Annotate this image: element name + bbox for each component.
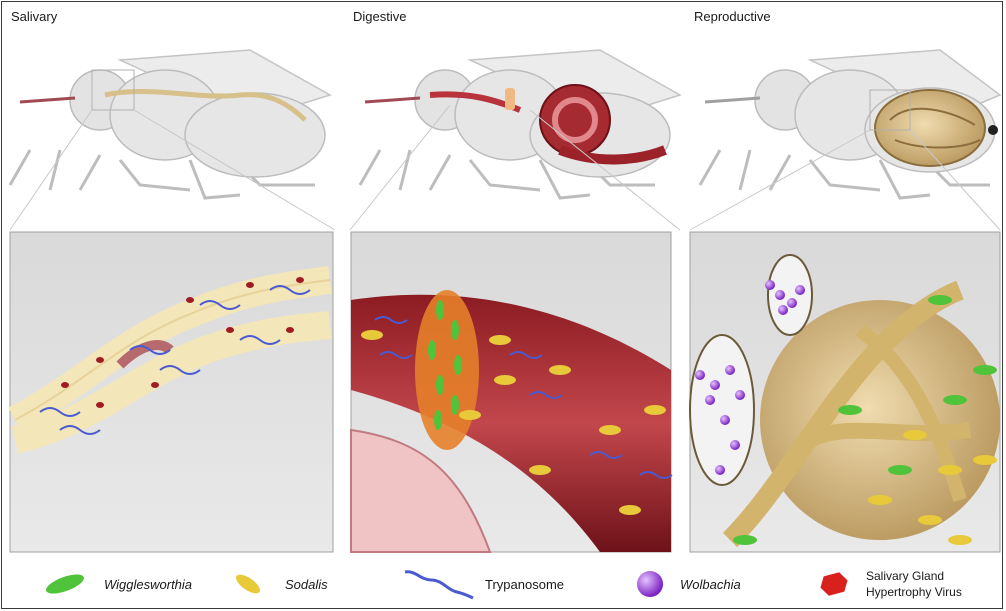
legend-label-sght-virus-line1: Salivary Gland — [866, 569, 944, 583]
legend-label-trypanosome: Trypanosome — [485, 577, 564, 592]
legend-wigglesworthia: Wigglesworthia — [42, 562, 192, 606]
fly-digestive — [350, 50, 680, 230]
fly-reproductive — [690, 50, 1000, 230]
green-rod-icon — [42, 573, 88, 595]
red-hexagon-icon — [818, 571, 850, 597]
legend-sodalis: Sodalis — [231, 562, 328, 606]
fly-salivary — [10, 50, 335, 230]
legend-label-sght-virus-line2: Hypertrophy Virus — [866, 585, 962, 599]
legend-trypanosome: Trypanosome — [401, 562, 564, 606]
yellow-rod-icon — [231, 570, 265, 598]
legend-label-wolbachia: Wolbachia — [680, 577, 741, 592]
zoom-panel-digestive — [351, 232, 672, 552]
zoom-panel-reproductive — [690, 232, 1000, 552]
legend-label-wigglesworthia: Wigglesworthia — [104, 577, 192, 592]
zoom-panel-salivary — [10, 232, 333, 552]
legend-label-sodalis: Sodalis — [285, 577, 328, 592]
legend-wolbachia: Wolbachia — [634, 562, 741, 606]
trypanosome-icon — [401, 566, 477, 602]
purple-sphere-icon — [634, 568, 666, 600]
